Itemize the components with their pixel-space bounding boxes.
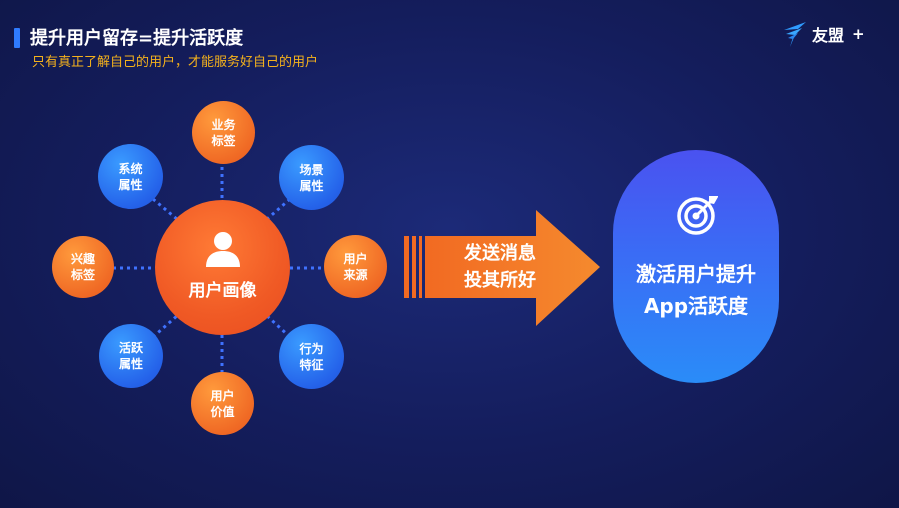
- umeng-bird-icon: [784, 22, 806, 47]
- page-title: 提升用户留存=提升活跃度: [30, 28, 244, 49]
- result-line-1: 激活用户提升: [636, 262, 756, 286]
- arrow-shape: [404, 210, 600, 326]
- node-behavior: 行为特征: [279, 324, 344, 389]
- user-icon: [205, 232, 240, 267]
- center-label: 用户画像: [188, 281, 257, 301]
- logo-plus: +: [852, 25, 865, 43]
- result-pill: 激活用户提升 App活跃度: [613, 150, 779, 383]
- arrow-label: 发送消息 投其所好: [464, 243, 536, 291]
- result-line-2: App活跃度: [643, 294, 749, 318]
- logo-text: 友盟: [812, 26, 845, 45]
- node-scene-attrs: 场景属性: [279, 145, 344, 210]
- umeng-logo: 友盟 +: [782, 19, 865, 49]
- node-active-attrs: 活跃属性: [99, 324, 163, 388]
- node-system-attrs: 系统属性: [98, 144, 163, 209]
- node-business-tags: 业务标签: [192, 101, 255, 164]
- node-user-value: 用户价值: [191, 372, 254, 435]
- center-user-profile: 用户画像: [155, 200, 290, 335]
- node-interest-tags: 兴趣标签: [52, 236, 114, 298]
- target-icon: [677, 196, 718, 235]
- title-accent-bar: [14, 28, 20, 48]
- page-subtitle: 只有真正了解自己的用户，才能服务好自己的用户: [32, 55, 319, 70]
- node-user-source: 用户来源: [324, 235, 387, 298]
